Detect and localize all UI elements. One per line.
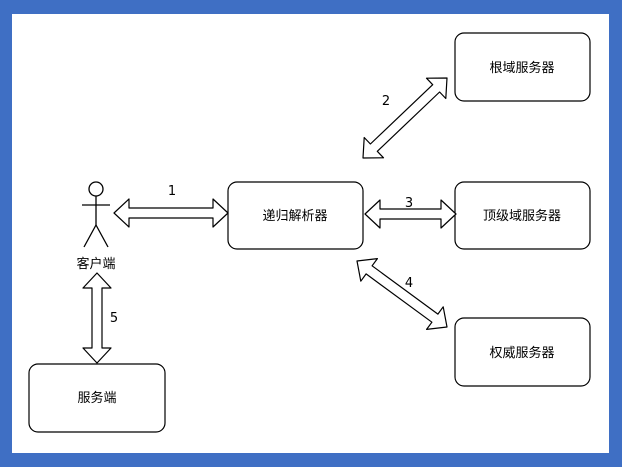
box-root-server (454, 32, 591, 102)
edge-label-2: 2 (382, 94, 390, 109)
label-root-server: 根域服务器 (489, 60, 554, 76)
label-resolver: 递归解析器 (262, 209, 327, 224)
edge-label-4: 4 (405, 276, 413, 291)
arrow-1-client-resolver (113, 198, 229, 228)
label-client: 客户端 (76, 256, 115, 272)
arrow-3-resolver-tld (364, 199, 457, 229)
edge-label-5: 5 (110, 311, 118, 326)
arrow-4-resolver-auth (356, 258, 448, 330)
edge-label-1: 1 (168, 184, 176, 199)
box-server (28, 363, 166, 433)
label-server: 服务端 (77, 390, 116, 406)
client-user-icon (82, 181, 110, 248)
edge-label-3: 3 (405, 196, 413, 211)
box-resolver (227, 181, 364, 250)
label-tld-server: 顶级域服务器 (483, 208, 561, 224)
arrow-5-client-server (82, 272, 112, 364)
box-auth-server (454, 317, 591, 387)
label-auth-server: 权威服务器 (489, 345, 554, 361)
arrow-2-resolver-root (362, 77, 448, 159)
